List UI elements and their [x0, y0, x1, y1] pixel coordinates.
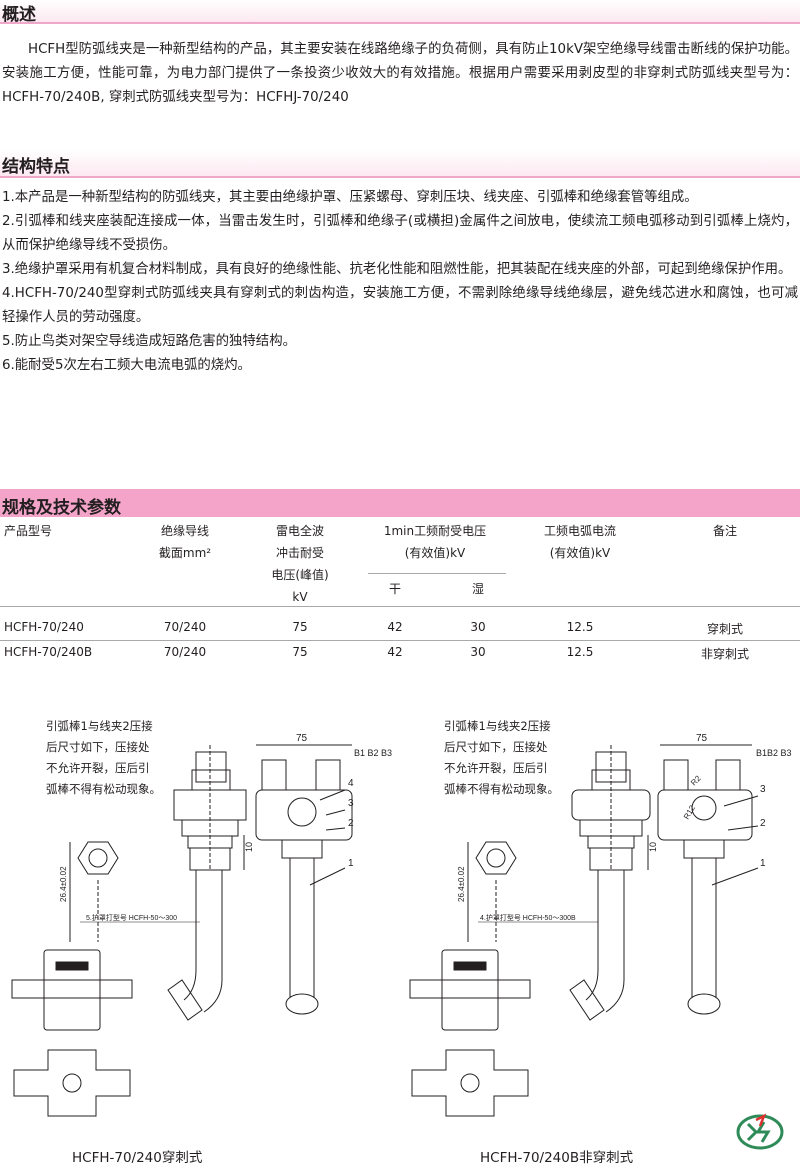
right-dim-b: B1B2 B3: [756, 748, 792, 758]
th-impulse-l4: kV: [292, 590, 308, 604]
overview-heading: 概述: [2, 5, 36, 25]
right-r1: R2: [689, 773, 703, 787]
right-cover: [657, 789, 753, 841]
left-dim-b: B1 B2 B3: [354, 748, 392, 758]
right-cover-label: 4.护罩打型号 HCFH-50～300B: [480, 913, 576, 922]
th-model: 产品型号: [4, 524, 53, 538]
row1-section: 70/240: [163, 620, 207, 634]
th-impulse-l3: 电压(峰值): [271, 568, 329, 582]
overview-section-bar: 概述: [0, 0, 800, 25]
row1-arc: 12.5: [566, 620, 594, 634]
svg-text:1: 1: [760, 858, 766, 869]
left-dim-width: 75: [296, 733, 308, 744]
row1-remark: 穿刺式: [706, 622, 743, 636]
right-dim-height: 26.4±0.02: [457, 866, 466, 902]
left-dim-10: 10: [244, 842, 254, 852]
th-withstand-l1: 1min工频耐受电压: [383, 524, 487, 538]
right-caption: HCFH-70/240B非穿刺式: [480, 1150, 634, 1164]
th-dry: 干: [388, 582, 401, 596]
right-dim-width: 75: [696, 733, 708, 744]
specs-heading: 规格及技术参数: [2, 498, 121, 518]
specs-section-bar: 规格及技术参数: [0, 489, 800, 518]
feature-item-2: 2.引弧棒和线夹座装配连接成一体，当雷击发生时，引弧棒和绝缘子(或横担)金属件之…: [2, 214, 798, 253]
row2-dry: 42: [387, 645, 403, 659]
row2-model: HCFH-70/240B: [4, 645, 93, 659]
th-impulse-l1: 雷电全波: [275, 524, 324, 538]
row2-section: 70/240: [163, 645, 207, 659]
feature-item-4: 4.HCFH-70/240型穿刺式防弧线夹具有穿刺式的刺齿构造，安装施工方便，不…: [2, 286, 798, 325]
svg-text:3: 3: [760, 784, 766, 795]
features-list: 1.本产品是一种新型结构的防弧线夹，其主要由绝缘护罩、压紧螺母、穿刺压块、线夹座…: [2, 186, 798, 378]
svg-text:2: 2: [348, 818, 354, 829]
th-section-l1: 绝缘导线: [160, 524, 209, 538]
right-dim-10: 10: [648, 842, 658, 852]
left-cross-view: [13, 1049, 131, 1117]
overview-text: HCFH型防弧线夹是一种新型结构的产品，其主要安装在线路绝缘子的负荷侧，具有防止…: [2, 42, 798, 105]
row-divider: [0, 640, 800, 641]
row2-impulse: 75: [292, 645, 308, 659]
right-cross-view: [411, 1049, 529, 1117]
svg-text:3: 3: [348, 798, 354, 809]
features-heading: 结构特点: [2, 157, 70, 177]
th-impulse-l2: 冲击耐受: [275, 546, 324, 560]
svg-text:4: 4: [348, 778, 354, 789]
row1-wet: 30: [470, 620, 486, 634]
left-caption: HCFH-70/240穿刺式: [72, 1150, 203, 1164]
left-note: 引弧棒1与线夹2压接 后尺寸如下，压接处 不允许开裂，压后引 弧棒不得有松动现象…: [46, 719, 161, 796]
th-withstand-l2: (有效值)kV: [404, 546, 466, 560]
left-drawing: 26.4±0.02 10 75 B1 B2 B3 4 3 2 1: [11, 733, 392, 1117]
th-arc-l2: (有效值)kV: [549, 546, 611, 560]
feature-item-1: 1.本产品是一种新型结构的防弧线夹，其主要由绝缘护罩、压紧螺母、穿刺压块、线夹座…: [2, 190, 698, 205]
row1-model: HCFH-70/240: [4, 620, 84, 634]
right-note: 引弧棒1与线夹2压接 后尺寸如下，压接处 不允许开裂，压后引 弧棒不得有松动现象…: [444, 719, 559, 796]
row1-impulse: 75: [292, 620, 308, 634]
header-divider: [0, 606, 800, 607]
th-section-l2: 截面mm²: [158, 546, 212, 560]
left-cover: [255, 789, 353, 841]
row2-arc: 12.5: [566, 645, 594, 659]
right-r2: R12: [682, 803, 697, 821]
left-hex-nut: [77, 841, 119, 875]
svg-text:2: 2: [760, 818, 766, 829]
th-arc-l1: 工频电弧电流: [543, 524, 616, 538]
right-hex-nut: [475, 841, 517, 875]
th-wet: 湿: [471, 582, 484, 596]
header-sub-divider: [368, 573, 506, 574]
feature-item-5: 5.防止鸟类对架空导线造成短路危害的独特结构。: [2, 334, 296, 349]
company-logo-icon: [736, 1113, 784, 1150]
svg-text:1: 1: [348, 858, 354, 869]
right-drawing: 26.4±0.02 10 75 B1B2 B3 R2 R12 3 2 1 4.护…: [409, 733, 792, 1117]
th-remark: 备注: [712, 524, 737, 538]
row2-remark: 非穿刺式: [700, 647, 749, 661]
left-cover-label: 5.护罩打型号 HCFH-50～300: [86, 913, 177, 922]
feature-item-6: 6.能耐受5次左右工频大电流电弧的烧灼。: [2, 358, 251, 373]
row2-wet: 30: [470, 645, 486, 659]
feature-item-3: 3.绝缘护罩采用有机复合材料制成，具有良好的绝缘性能、抗老化性能和阻燃性能，把其…: [2, 262, 792, 277]
left-dim-height: 26.4±0.02: [59, 866, 68, 902]
row1-dry: 42: [387, 620, 403, 634]
features-section-bar: 结构特点: [0, 150, 800, 178]
